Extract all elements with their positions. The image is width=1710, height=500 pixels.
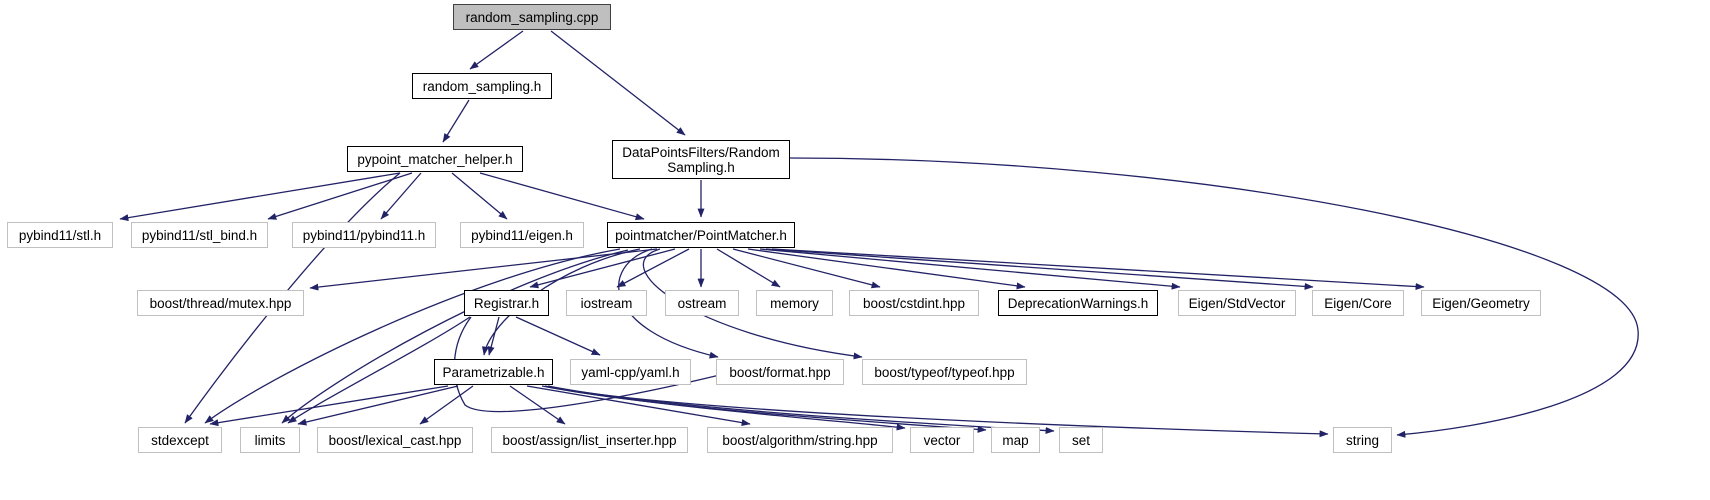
graph-edge — [204, 248, 621, 424]
graph-edge — [616, 248, 690, 288]
graph-edge — [529, 248, 676, 289]
graph-edge — [541, 385, 906, 431]
graph-node-eigen-core[interactable]: Eigen/Core — [1312, 290, 1404, 316]
graph-node-map[interactable]: map — [991, 427, 1040, 453]
graph-edge — [487, 316, 500, 356]
graph-edge — [267, 172, 413, 220]
graph-edge — [380, 172, 422, 220]
graph-node-boost-typeof-typeof-hpp[interactable]: boost/typeof/typeof.hpp — [862, 359, 1027, 385]
graph-node-random-sampling-cpp[interactable]: random_sampling.cpp — [453, 4, 611, 30]
graph-node-registrar-h[interactable]: Registrar.h — [464, 290, 549, 316]
graph-edge — [765, 248, 1314, 290]
graph-node-boost-format-hpp[interactable]: boost/format.hpp — [716, 359, 844, 385]
graph-node-pybind11-stl-h[interactable]: pybind11/stl.h — [7, 222, 113, 248]
graph-edge — [419, 385, 474, 425]
graph-edge — [469, 30, 524, 70]
graph-node-boost-thread-mutex-hpp[interactable]: boost/thread/mutex.hpp — [137, 290, 304, 316]
graph-edge — [515, 316, 601, 356]
graph-node-random-sampling-h[interactable]: random_sampling.h — [412, 73, 552, 99]
graph-node-eigen-stdvector[interactable]: Eigen/StdVector — [1178, 290, 1296, 316]
graph-node-memory[interactable]: memory — [756, 290, 833, 316]
graph-node-set[interactable]: set — [1059, 427, 1103, 453]
graph-edge — [297, 385, 459, 426]
graph-edge — [771, 248, 1425, 291]
graph-edge — [209, 385, 449, 427]
graph-node-deprecationwarnings-h[interactable]: DeprecationWarnings.h — [998, 290, 1158, 316]
graph-edge — [119, 172, 401, 222]
graph-edge — [747, 248, 1026, 290]
graph-node-iostream[interactable]: iostream — [566, 290, 647, 316]
graph-edge — [451, 172, 508, 220]
graph-node-boost-assign-list-inserter[interactable]: boost/assign/list_inserter.hpp — [491, 427, 688, 453]
graph-edge — [732, 248, 881, 289]
graph-edge — [309, 248, 658, 291]
graph-edge — [509, 385, 566, 425]
graph-node-stdexcept[interactable]: stdexcept — [138, 427, 222, 453]
graph-edge — [716, 248, 781, 288]
graph-node-pybind11-eigen-h[interactable]: pybind11/eigen.h — [460, 222, 584, 248]
graph-node-parametrizable-h[interactable]: Parametrizable.h — [434, 359, 553, 385]
graph-node-string[interactable]: string — [1333, 427, 1392, 453]
graph-node-yaml-cpp-yaml-h[interactable]: yaml-cpp/yaml.h — [570, 359, 691, 385]
graph-node-datapointsfilters-random[interactable]: DataPointsFilters/Random Sampling.h — [612, 140, 790, 179]
graph-edge — [547, 385, 1055, 435]
graph-node-boost-cstdint-hpp[interactable]: boost/cstdint.hpp — [849, 290, 979, 316]
graph-node-pybind11-stl-bind-h[interactable]: pybind11/stl_bind.h — [131, 222, 268, 248]
graph-edge — [759, 248, 1181, 290]
graph-edge — [281, 249, 629, 424]
graph-node-eigen-geometry[interactable]: Eigen/Geometry — [1421, 290, 1541, 316]
graph-node-pybind11-pybind11-h[interactable]: pybind11/pybind11.h — [292, 222, 436, 248]
graph-node-boost-algorithm-string-hpp[interactable]: boost/algorithm/string.hpp — [707, 427, 893, 453]
graph-edge — [550, 30, 686, 136]
graph-edge — [442, 99, 470, 143]
graph-node-pointmatcher-pointmatcher-h[interactable]: pointmatcher/PointMatcher.h — [607, 222, 795, 248]
graph-edge — [544, 385, 987, 433]
graph-edge — [526, 385, 751, 427]
graph-node-ostream[interactable]: ostream — [665, 290, 739, 316]
graph-node-boost-lexical-cast-hpp[interactable]: boost/lexical_cast.hpp — [317, 427, 473, 453]
graph-edge — [479, 172, 645, 221]
graph-node-vector[interactable]: vector — [910, 427, 974, 453]
graph-node-limits[interactable]: limits — [240, 427, 300, 453]
graph-node-pypoint-matcher-helper-h[interactable]: pypoint_matcher_helper.h — [347, 146, 523, 172]
